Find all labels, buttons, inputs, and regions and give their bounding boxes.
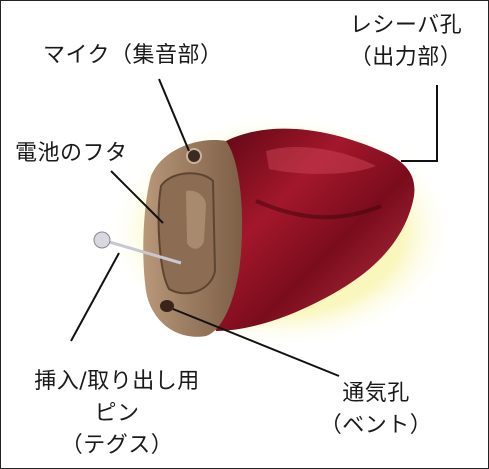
leader-pin bbox=[71, 253, 119, 341]
label-receiver: レシーバ孔 （出力部） bbox=[331, 13, 481, 71]
label-vent: 通気孔 （ベント） bbox=[311, 381, 441, 439]
label-pin-line2: ピン bbox=[7, 401, 227, 427]
label-microphone: マイク（集音部） bbox=[43, 43, 223, 69]
label-pin: 挿入/取り出し用 ピン （テグス） bbox=[7, 369, 227, 459]
label-pin-line3: （テグス） bbox=[7, 433, 227, 459]
microphone-port bbox=[187, 149, 201, 163]
label-vent-line2: （ベント） bbox=[311, 413, 441, 439]
label-vent-line1: 通気孔 bbox=[311, 381, 441, 407]
battery-door-tab bbox=[186, 191, 206, 249]
pin-ball bbox=[94, 232, 110, 248]
label-pin-line1: 挿入/取り出し用 bbox=[7, 369, 227, 395]
label-battery-door: 電池のフタ bbox=[15, 141, 128, 167]
vent-hole bbox=[160, 300, 174, 312]
label-receiver-line2: （出力部） bbox=[331, 45, 481, 71]
label-receiver-line1: レシーバ孔 bbox=[331, 13, 481, 39]
